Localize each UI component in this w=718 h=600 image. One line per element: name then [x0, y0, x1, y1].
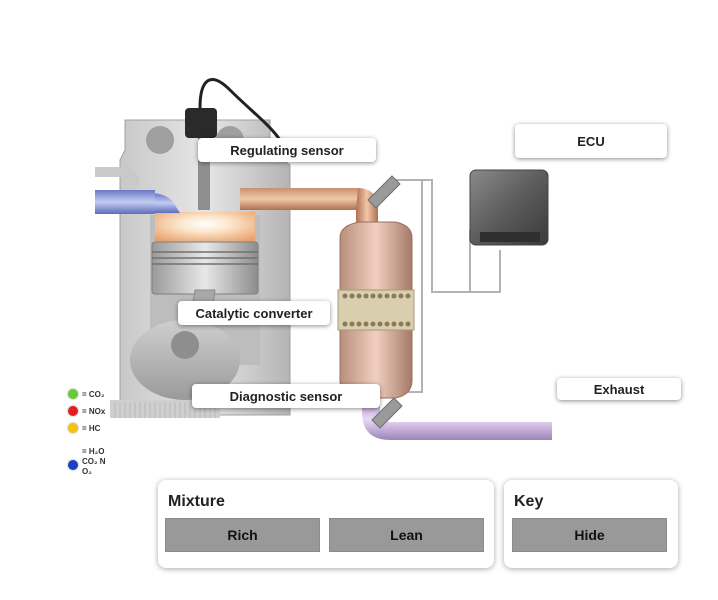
catalytic-converter — [337, 221, 415, 399]
exhaust-label: Exhaust — [557, 378, 681, 400]
ecu-unit — [469, 169, 549, 246]
clean-gas-dot-icon — [68, 460, 78, 470]
intake-pipe — [95, 167, 180, 214]
legend-co2: CO₂ — [88, 390, 105, 399]
nox-dot-icon — [68, 406, 78, 416]
catalytic-converter-label: Catalytic converter — [178, 301, 330, 325]
legend-hc: HC — [88, 424, 101, 433]
hc-dot-icon — [68, 423, 78, 433]
lean-button[interactable]: Lean — [329, 518, 484, 552]
engine-block — [110, 78, 291, 418]
key-panel: Key Hide — [504, 480, 678, 568]
diagnostic-sensor-label: Diagnostic sensor — [192, 384, 380, 408]
mixture-title: Mixture — [168, 493, 225, 510]
legend-clean-gases: H₂O CO₂ N O₂ — [82, 447, 106, 476]
regulating-sensor-label: Regulating sensor — [198, 138, 376, 162]
hide-button[interactable]: Hide — [512, 518, 667, 552]
key-title: Key — [514, 493, 544, 510]
legend-nox: NOx — [88, 407, 106, 416]
co2-dot-icon — [68, 389, 78, 399]
tailpipe — [362, 397, 552, 440]
ecu-label: ECU — [515, 124, 667, 158]
rich-button[interactable]: Rich — [165, 518, 320, 552]
regulating-sensor-probe — [367, 175, 401, 209]
mixture-panel: Mixture Rich Lean — [158, 480, 494, 568]
